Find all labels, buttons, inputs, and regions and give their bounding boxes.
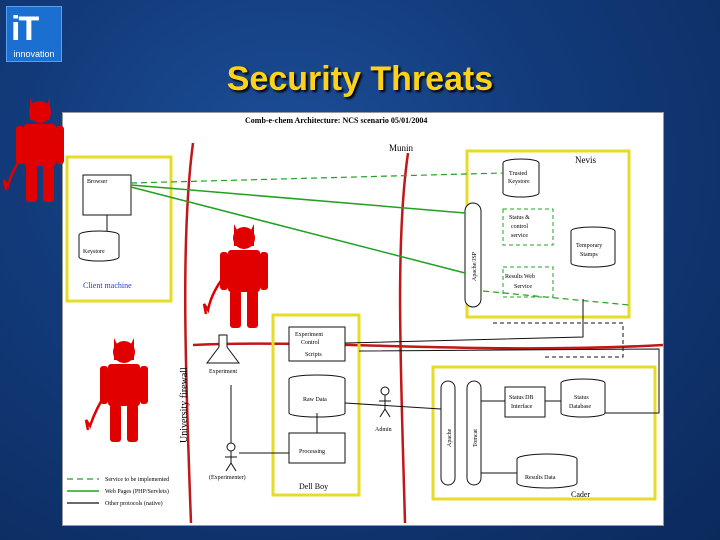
results-data-node [516, 459, 578, 489]
apache-jsp-label: Apache/JSP [472, 251, 478, 281]
browser-to-results-link [130, 186, 466, 274]
results-data-label: Results Data [525, 475, 556, 481]
status-database-line1: Status [574, 395, 589, 401]
munin-label: Munin [389, 143, 414, 153]
itinnovation-logo: iT innovation [6, 6, 62, 62]
temp-stamps-line1: Temporary [576, 243, 602, 249]
flask-icon [206, 334, 240, 364]
temporary-stamps-node [570, 231, 616, 268]
processing-node [288, 432, 346, 464]
network-boundary-line [398, 152, 410, 524]
client-machine-label: Client machine [83, 281, 132, 290]
experiment-label: Experiment [209, 369, 237, 375]
legend-label-service: Service to be implemented [105, 477, 169, 483]
status-db-iface-line2: Interface [511, 403, 533, 410]
exp-control-line2: Control [301, 340, 320, 346]
trusted-keystore-line2: Keystore [508, 179, 530, 185]
network-boundary-horizontal [192, 342, 663, 350]
dell-boy-box [271, 313, 361, 497]
browser-to-status-link [130, 184, 466, 214]
cader-box [431, 365, 657, 501]
logo-subtitle: innovation [13, 49, 55, 59]
temp-stamps-line2: Stamps [580, 252, 598, 258]
legend-label-web: Web Pages (PHP/Servlets) [105, 488, 169, 495]
browser-label: Browser [87, 179, 107, 185]
apache-node [440, 380, 456, 486]
architecture-diagram: Comb-e-chem Architecture: NCS scenario 0… [62, 112, 664, 526]
status-db-interface-node [504, 386, 546, 418]
trusted-keystore-node [502, 163, 540, 198]
results-web-service [502, 266, 554, 298]
firewall-label: University firewall [179, 367, 190, 443]
scripts-label: Scripts [305, 352, 322, 358]
experimenter-label: (Experimenter) [209, 474, 246, 481]
diagram-heading: Comb-e-chem Architecture: NCS scenario 0… [245, 116, 427, 125]
status-db-iface-line1: Status DB [509, 395, 534, 401]
threat-devil-icon-2 [202, 224, 268, 328]
results-web-line1: Results Web [505, 274, 535, 280]
status-control-line3: service [511, 233, 528, 239]
status-database-node [560, 383, 606, 418]
legend-label-native: Other protocols (native) [105, 500, 163, 507]
keystore-node [78, 235, 120, 262]
raw-data-label: Raw Data [303, 397, 327, 403]
cader-label: Cader [571, 490, 590, 499]
keystore-label: Keystore [83, 249, 105, 255]
trusted-keystore-line1: Trusted [509, 171, 527, 177]
results-web-line2: Service [514, 284, 532, 290]
tomcat-label: Tomcat [473, 429, 479, 447]
status-control-service [502, 208, 554, 246]
status-database-line2: Database [569, 404, 591, 410]
threat-devil-icon-3 [84, 338, 148, 442]
slide-title: Security Threats [226, 60, 494, 98]
apache-jsp-node [464, 202, 482, 308]
browser-to-keystore-link [130, 172, 504, 184]
dell-boy-label: Dell Boy [299, 482, 328, 491]
exp-control-line1: Experiment [295, 332, 323, 338]
threat-devil-icon-1 [2, 98, 64, 202]
status-control-line1: Status & [509, 215, 530, 221]
nevis-label: Nevis [575, 155, 596, 165]
logo-mark: iT [11, 10, 39, 48]
apache-label: Apache [447, 428, 453, 447]
status-control-line2: control [511, 224, 528, 230]
firewall-line-left [183, 142, 195, 524]
admin-label: Admin [375, 427, 392, 433]
client-machine-box [65, 155, 173, 303]
processing-label: Processing [299, 449, 325, 455]
legend: Service to be implemented Web Pages (PHP… [67, 477, 169, 507]
tomcat-node [466, 380, 482, 486]
experiment-control-node [288, 326, 346, 362]
